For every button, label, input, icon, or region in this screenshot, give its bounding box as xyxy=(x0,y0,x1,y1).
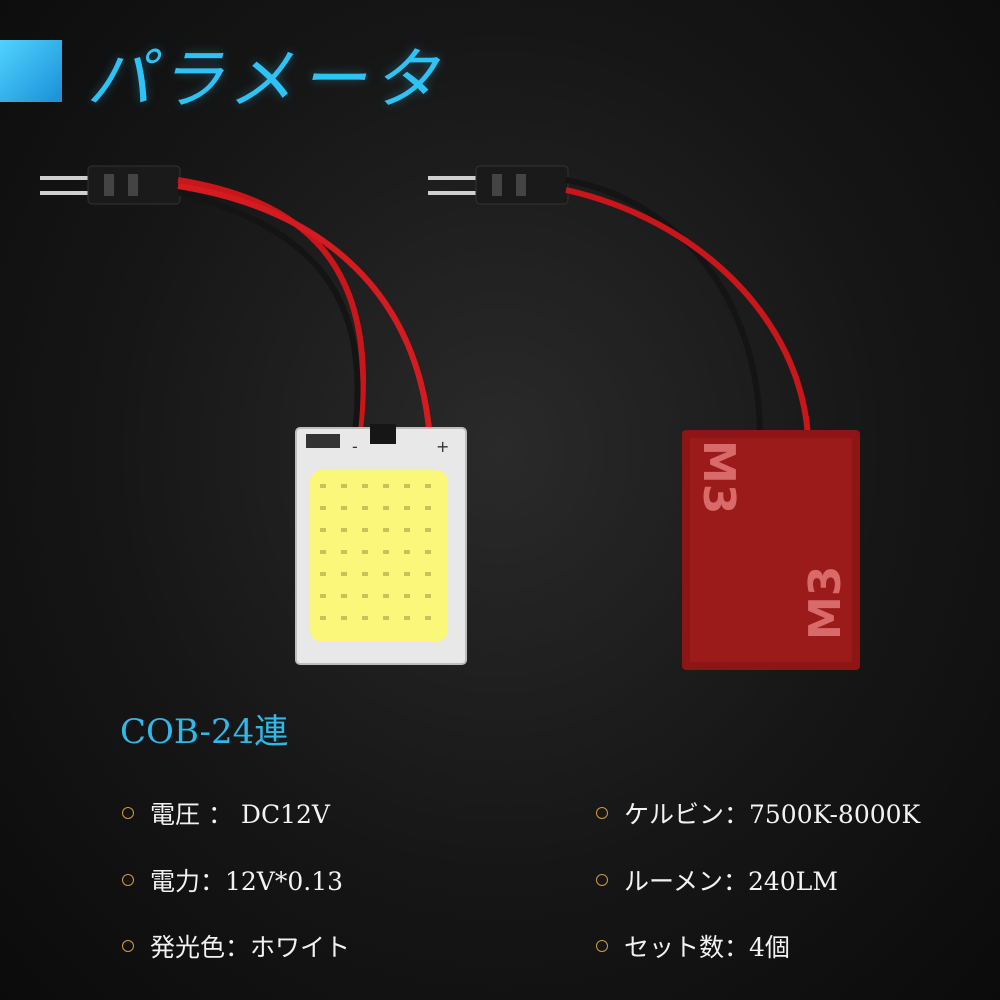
led-chip xyxy=(404,506,410,510)
led-chip xyxy=(362,616,368,620)
led-chip xyxy=(341,528,347,532)
led-chip xyxy=(383,484,389,488)
spec-lumen-label: ルーメン：240LM xyxy=(624,867,838,896)
led-chip xyxy=(383,594,389,598)
led-chip xyxy=(383,506,389,510)
led-chip xyxy=(383,616,389,620)
led-chip xyxy=(425,484,431,488)
spec-voltage-label: 電圧 ： DC12V xyxy=(150,800,330,829)
tape-logo-right: M3 xyxy=(800,566,851,640)
led-chip xyxy=(341,506,347,510)
led-chip xyxy=(320,594,326,598)
bullet-icon xyxy=(596,940,608,952)
led-chip xyxy=(362,572,368,576)
spec-color: 発光色：ホワイト xyxy=(122,928,350,964)
led-chip xyxy=(320,484,326,488)
spec-lumen: ルーメン：240LM xyxy=(596,862,838,898)
led-chip xyxy=(320,572,326,576)
left-connector xyxy=(40,165,181,205)
led-chip xyxy=(341,550,347,554)
led-chip xyxy=(425,594,431,598)
led-chip xyxy=(383,572,389,576)
led-chip xyxy=(362,528,368,532)
spec-kelvin-label: ケルビン：7500K-8000K xyxy=(624,800,921,829)
led-chip xyxy=(341,616,347,620)
led-chip xyxy=(425,550,431,554)
tape-logo-left: M3 xyxy=(693,440,744,514)
led-chip xyxy=(362,484,368,488)
led-chip xyxy=(362,550,368,554)
led-chip xyxy=(404,484,410,488)
bullet-icon xyxy=(596,874,608,886)
led-chip xyxy=(404,550,410,554)
led-chip xyxy=(341,484,347,488)
spec-power-label: 電力：12V*0.13 xyxy=(150,867,344,896)
led-chip xyxy=(404,572,410,576)
bullet-icon xyxy=(122,807,134,819)
led-chip xyxy=(320,616,326,620)
spec-color-label: 発光色：ホワイト xyxy=(150,933,351,962)
cob-led-board: - + xyxy=(295,424,467,665)
led-chip xyxy=(362,594,368,598)
bullet-icon xyxy=(122,940,134,952)
led-chip xyxy=(383,550,389,554)
spec-voltage: 電圧 ： DC12V xyxy=(122,795,330,831)
led-chip xyxy=(425,616,431,620)
led-chip xyxy=(320,528,326,532)
bullet-icon xyxy=(596,807,608,819)
spec-kelvin: ケルビン：7500K-8000K xyxy=(596,795,920,831)
right-connector xyxy=(428,165,569,205)
led-chip xyxy=(383,528,389,532)
product-model: COB-24連 xyxy=(120,712,289,752)
led-chip xyxy=(320,550,326,554)
led-chip xyxy=(320,506,326,510)
minus-marking: - xyxy=(352,437,358,456)
spec-power: 電力：12V*0.13 xyxy=(122,862,343,898)
adhesive-tape-backing: M3 M3 xyxy=(682,430,860,670)
led-chip xyxy=(404,594,410,598)
led-chip-grid xyxy=(320,484,431,620)
led-chip xyxy=(362,506,368,510)
spec-set-count: セット数：4個 xyxy=(596,928,790,964)
led-chip xyxy=(341,572,347,576)
led-chip xyxy=(341,594,347,598)
led-chip xyxy=(425,506,431,510)
led-chip xyxy=(425,572,431,576)
led-chip xyxy=(425,528,431,532)
led-chip xyxy=(404,528,410,532)
page-title: パラメータ xyxy=(86,41,445,118)
bullet-icon xyxy=(122,874,134,886)
led-chip xyxy=(404,616,410,620)
product-photo: - + M3 M3 xyxy=(40,165,860,670)
title-accent-block xyxy=(0,40,62,102)
plus-marking: + xyxy=(436,437,449,456)
spec-set-count-label: セット数：4個 xyxy=(624,933,790,962)
